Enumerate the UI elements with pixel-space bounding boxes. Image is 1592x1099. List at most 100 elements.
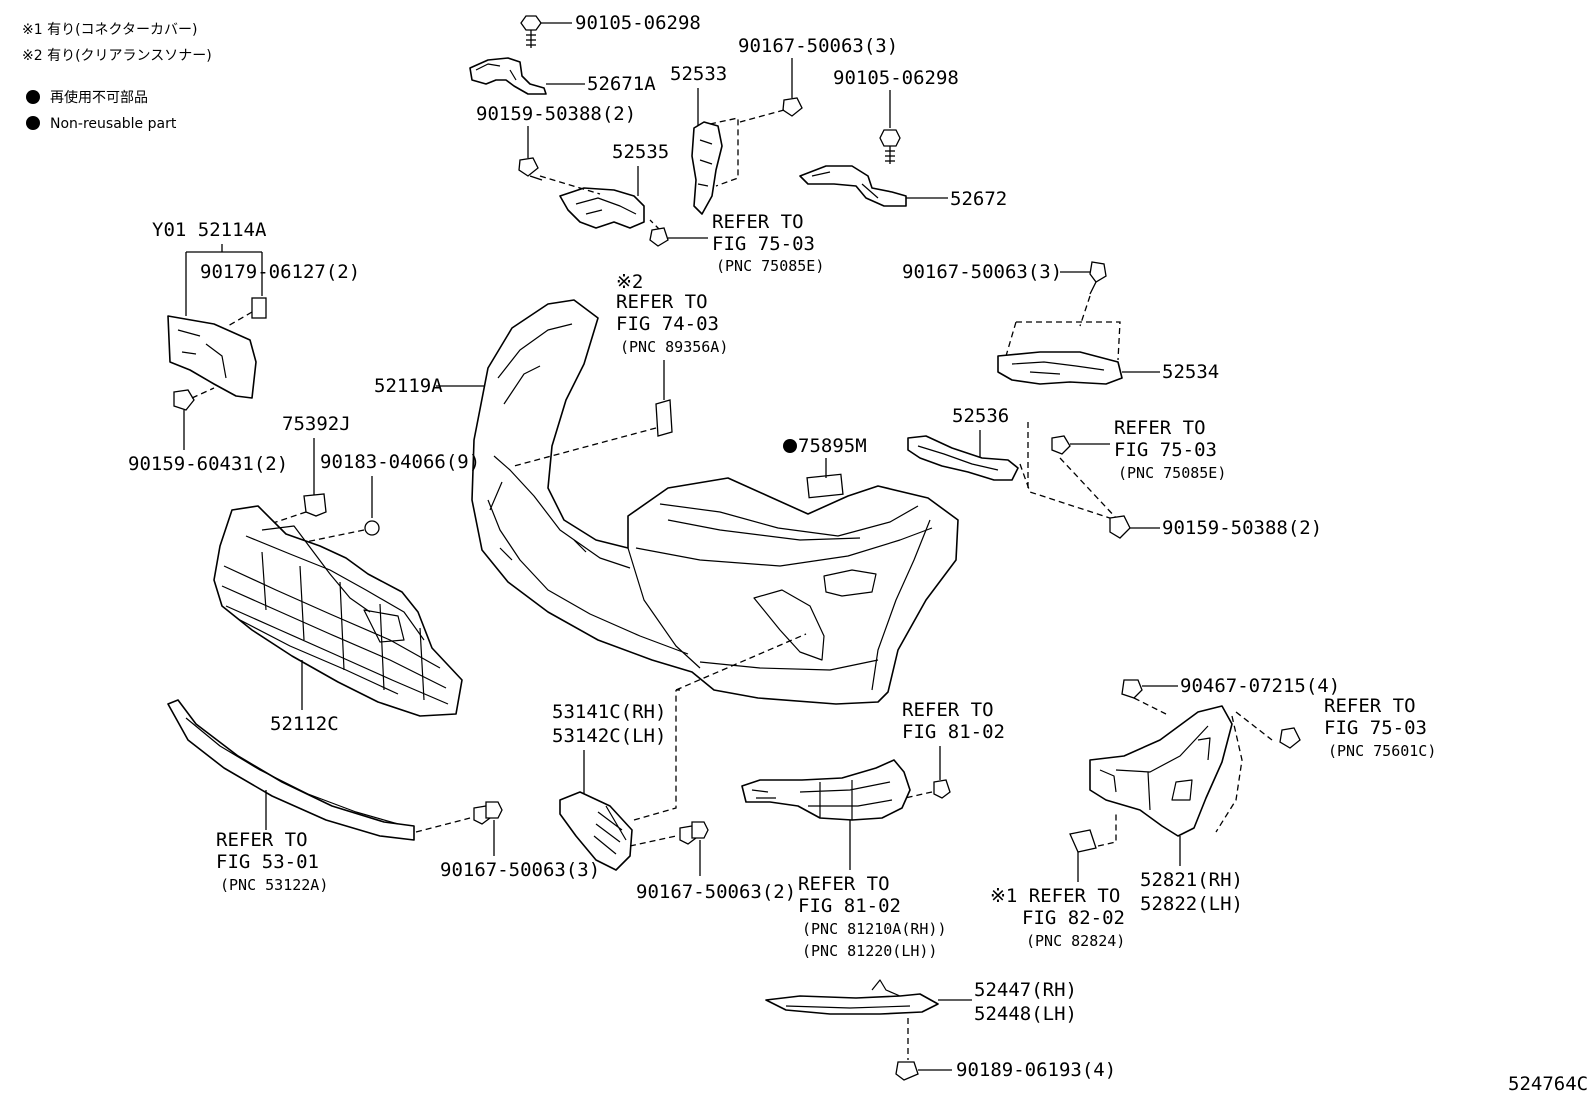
ref-line: (PNC 53122A) [220, 876, 328, 894]
part-90105-06298-top: 90105-06298 [575, 12, 701, 34]
ref-line: ※1 REFER TO [990, 885, 1120, 907]
nut-icon [1109, 515, 1131, 539]
part-75895M: 75895M [798, 435, 867, 457]
ref-fig-74-03: ※2 REFER TO FIG 74-03 (PNC 89356A) [513, 271, 728, 467]
ref-line: FIG 53-01 [216, 851, 319, 873]
non-reusable-bullet-icon [783, 439, 797, 453]
label-75895M [806, 473, 844, 499]
side-grille-group: 53141C(RH) 53142C(LH) 90167-50063(2) [552, 633, 807, 903]
ref-line: (PNC 75085E) [1118, 464, 1226, 482]
grille-group: 75392J 90183-04066(9) 52112C [213, 413, 480, 735]
part-90105-06298-right: 90105-06298 [833, 67, 959, 89]
side-bracket-52821 [1089, 705, 1233, 837]
ref-line: FIG 82-02 [1022, 907, 1125, 929]
ref-line: REFER TO [798, 873, 890, 895]
screw-icon [933, 779, 951, 799]
ref-fig-75-03-top: REFER TO FIG 75-03 (PNC 75085E) [712, 211, 824, 275]
bracket-52672 [799, 165, 907, 207]
non-reusable-bullet-icon [26, 116, 40, 130]
part-52672: 52672 [950, 188, 1007, 210]
bracket-52672-group: 90105-06298 52672 [799, 67, 1007, 210]
ref-line: REFER TO [216, 829, 308, 851]
lower-trim [765, 993, 939, 1015]
bracket-52671A-group: 90105-06298 52671A 90159-50388(2) 52535 [469, 12, 708, 247]
ref-line: (PNC 82824) [1026, 932, 1125, 950]
part-90159-50388-right: 90159-50388(2) [1162, 517, 1322, 539]
part-52821: 52821(RH) [1140, 869, 1243, 891]
bracket-52533-group: 52533 90167-50063(3) [670, 35, 898, 215]
lower-molding-group: REFER TO FIG 53-01 (PNC 53122A) 90167-50… [167, 699, 600, 894]
clip-icon [895, 1061, 919, 1081]
bracket-52536 [907, 435, 1019, 481]
part-52536: 52536 [952, 405, 1009, 427]
part-52822: 52822(LH) [1140, 893, 1243, 915]
ref-line: (PNC 81210A(RH)) [802, 920, 947, 938]
ref-line: REFER TO [902, 699, 994, 721]
note-1: ※1 有り(コネクターカバー) [22, 22, 197, 38]
part-90467-07215: 90467-07215(4) [1180, 675, 1340, 697]
ref-line: (PNC 89356A) [620, 338, 728, 356]
sensor-icon [655, 399, 673, 437]
connector-cover [1069, 829, 1097, 853]
part-90167-50063-3-low: 90167-50063(3) [440, 859, 600, 881]
screw-head-icon [485, 801, 503, 819]
part-52533: 52533 [670, 63, 727, 85]
bumper-cover-52119A [471, 299, 959, 705]
label-75895M-group: 75895M [783, 435, 867, 478]
bracket-52535 [559, 187, 645, 229]
grille-52112C [213, 505, 463, 717]
clip-ring-icon [364, 520, 380, 536]
clip-icon [1279, 727, 1301, 749]
nut-icon [518, 157, 539, 177]
figure-code: 524764C [1508, 1073, 1588, 1095]
bracket-52534-group: 90167-50063(3) 52534 [902, 261, 1219, 385]
bracket-52533 [691, 121, 723, 215]
screw-icon [649, 227, 669, 247]
ref-line: REFER TO [712, 211, 804, 233]
part-53141C: 53141C(RH) [552, 701, 666, 723]
ref-line: FIG 75-03 [1114, 439, 1217, 461]
part-53142C: 53142C(LH) [552, 725, 666, 747]
part-52534: 52534 [1162, 361, 1219, 383]
part-90167-50063-3-mid: 90167-50063(3) [902, 261, 1062, 283]
part-52447: 52447(RH) [974, 979, 1077, 1001]
fog-lamp [741, 759, 911, 821]
clip-icon [303, 493, 327, 517]
bolt-icon [879, 129, 901, 147]
fog-lamp-group: REFER TO FIG 81-02 REFER TO FIG 81-02 (P… [741, 699, 1005, 960]
ref-line: FIG 81-02 [902, 721, 1005, 743]
part-90167-50063-2: 90167-50063(2) [636, 881, 796, 903]
side-bracket-group: 90467-07215(4) REFER TO FIG 75-03 (PNC 7… [990, 675, 1436, 950]
bracket-52536-group: 52536 90159-50388(2) [907, 405, 1322, 539]
lower-molding [167, 699, 415, 841]
ref-fig-75-03-right: REFER TO FIG 75-03 (PNC 75085E) [1114, 417, 1226, 482]
notes-block: ※1 有り(コネクターカバー) ※2 有り(クリアランスソナー) 再使用不可部品… [22, 22, 212, 132]
license-bracket-group: Y01 52114A 90179-06127(2) 90159-60431(2) [128, 219, 360, 475]
ref-line: FIG 81-02 [798, 895, 901, 917]
side-grille [559, 791, 633, 871]
part-52671A: 52671A [587, 73, 656, 95]
legend-en: Non-reusable part [50, 116, 177, 132]
ref-line: REFER TO [1324, 695, 1416, 717]
ref-line: FIG 75-03 [712, 233, 815, 255]
screw-icon [173, 389, 195, 411]
ref-line: (PNC 75601C) [1328, 742, 1436, 760]
screw-icon [782, 97, 803, 117]
note-2: ※2 有り(クリアランスソナー) [22, 48, 212, 64]
bumper-cover-group: 52119A [374, 299, 959, 705]
ref-line: FIG 74-03 [616, 313, 719, 335]
part-90159-50388-top: 90159-50388(2) [476, 103, 636, 125]
part-90183-04066: 90183-04066(9) [320, 451, 480, 473]
part-90189-06193: 90189-06193(4) [956, 1059, 1116, 1081]
ref-line: ※2 [616, 271, 643, 293]
license-plate-bracket [167, 315, 257, 399]
part-90167-50063-3-top: 90167-50063(3) [738, 35, 898, 57]
part-52114A: Y01 52114A [152, 219, 267, 241]
screw-head-icon [691, 821, 709, 839]
ref-line: (PNC 75085E) [716, 257, 824, 275]
clip-nut-icon [251, 297, 267, 319]
part-75392J: 75392J [282, 413, 351, 435]
bracket-52671A [469, 57, 547, 95]
screw-icon [1089, 261, 1107, 283]
part-52448: 52448(LH) [974, 1003, 1077, 1025]
